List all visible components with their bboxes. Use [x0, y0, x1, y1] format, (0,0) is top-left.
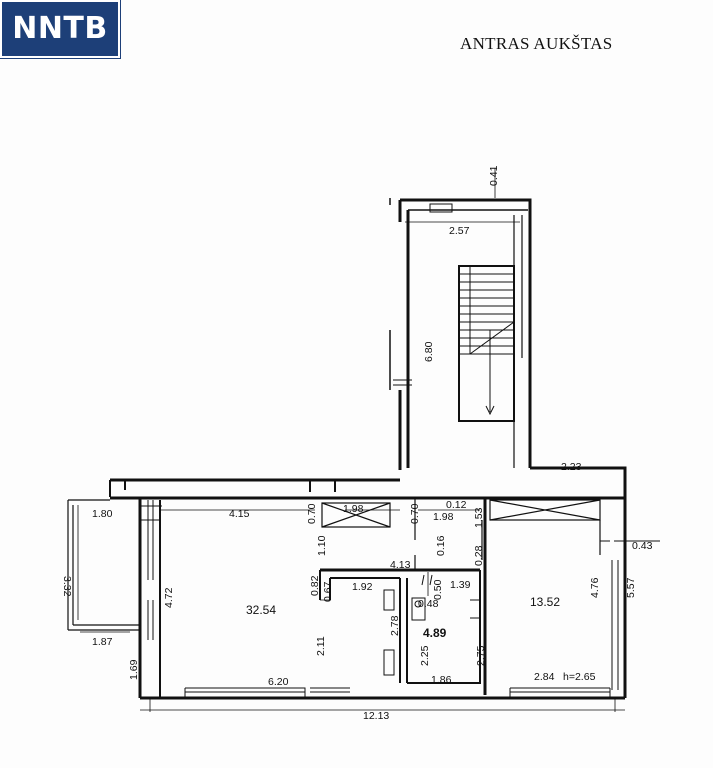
- page-title: ANTRAS AUKŠTAS: [460, 34, 613, 53]
- dim-label: 4.76: [589, 577, 601, 598]
- dim-label: 4.13: [390, 559, 411, 571]
- dim-label: 0.12: [446, 499, 467, 511]
- room-area-large: 32.54: [246, 603, 276, 617]
- dim-label: 1.98: [343, 503, 364, 515]
- logo-text: NNTB: [12, 11, 108, 46]
- outer-walls: [110, 496, 627, 700]
- dim-label: 0.28: [473, 545, 485, 566]
- dim-label: 0.41: [488, 165, 500, 186]
- stair-tower-walls: [389, 198, 627, 505]
- dim-label: 1.87: [92, 636, 113, 648]
- dim-label: 0.70: [409, 503, 421, 524]
- dim-label: 3.32: [61, 576, 73, 597]
- dim-label: 0.48: [418, 598, 439, 610]
- dim-label: 0.82: [309, 575, 321, 596]
- balcony: [67, 499, 140, 631]
- dim-label: 1.98: [433, 511, 454, 523]
- dim-label-total: 12.13: [363, 710, 389, 722]
- dim-label: 6.80: [423, 341, 435, 362]
- dim-label: 2.78: [389, 615, 401, 636]
- dim-label: 1.53: [473, 507, 485, 528]
- dim-label: 0.70: [306, 503, 318, 524]
- dim-label: 2.57: [449, 225, 470, 237]
- room-area-right: 13.52: [530, 595, 560, 609]
- dim-label: 0.67: [322, 581, 334, 602]
- interior-partitions: [319, 498, 660, 695]
- logo: NNTB: [0, 0, 121, 59]
- dim-label: 2.25: [419, 645, 431, 666]
- dim-label: 1.86: [431, 674, 452, 686]
- dim-label: 4.72: [163, 587, 175, 608]
- dim-label: 1.10: [316, 535, 328, 556]
- dim-label: 2.75: [475, 645, 487, 666]
- dim-label: 1.69: [128, 659, 140, 680]
- dim-label: 0.16: [435, 535, 447, 556]
- dimension-lines: [77, 168, 625, 712]
- staircase: [458, 265, 515, 422]
- dim-label: 0.50: [432, 579, 444, 600]
- bottom-windows: [184, 560, 619, 698]
- dim-label: 5.57: [625, 577, 637, 598]
- dim-label: 4.15: [229, 508, 250, 520]
- room-area-bath: 4.89: [423, 626, 447, 640]
- dim-label: 2.84: [534, 671, 555, 683]
- corridor-top-wall: [109, 478, 400, 497]
- dim-label: h=2.65: [563, 671, 596, 683]
- ventilation-shafts: [321, 499, 601, 528]
- dim-label: 2.11: [315, 636, 327, 656]
- dim-label: 1.92: [352, 581, 373, 593]
- dim-label: 6.20: [268, 676, 289, 688]
- dim-label: 2.23: [561, 461, 582, 473]
- dim-label: 0.43: [632, 540, 653, 552]
- dim-label: 1.80: [92, 508, 113, 520]
- dim-label: 1.39: [450, 579, 471, 591]
